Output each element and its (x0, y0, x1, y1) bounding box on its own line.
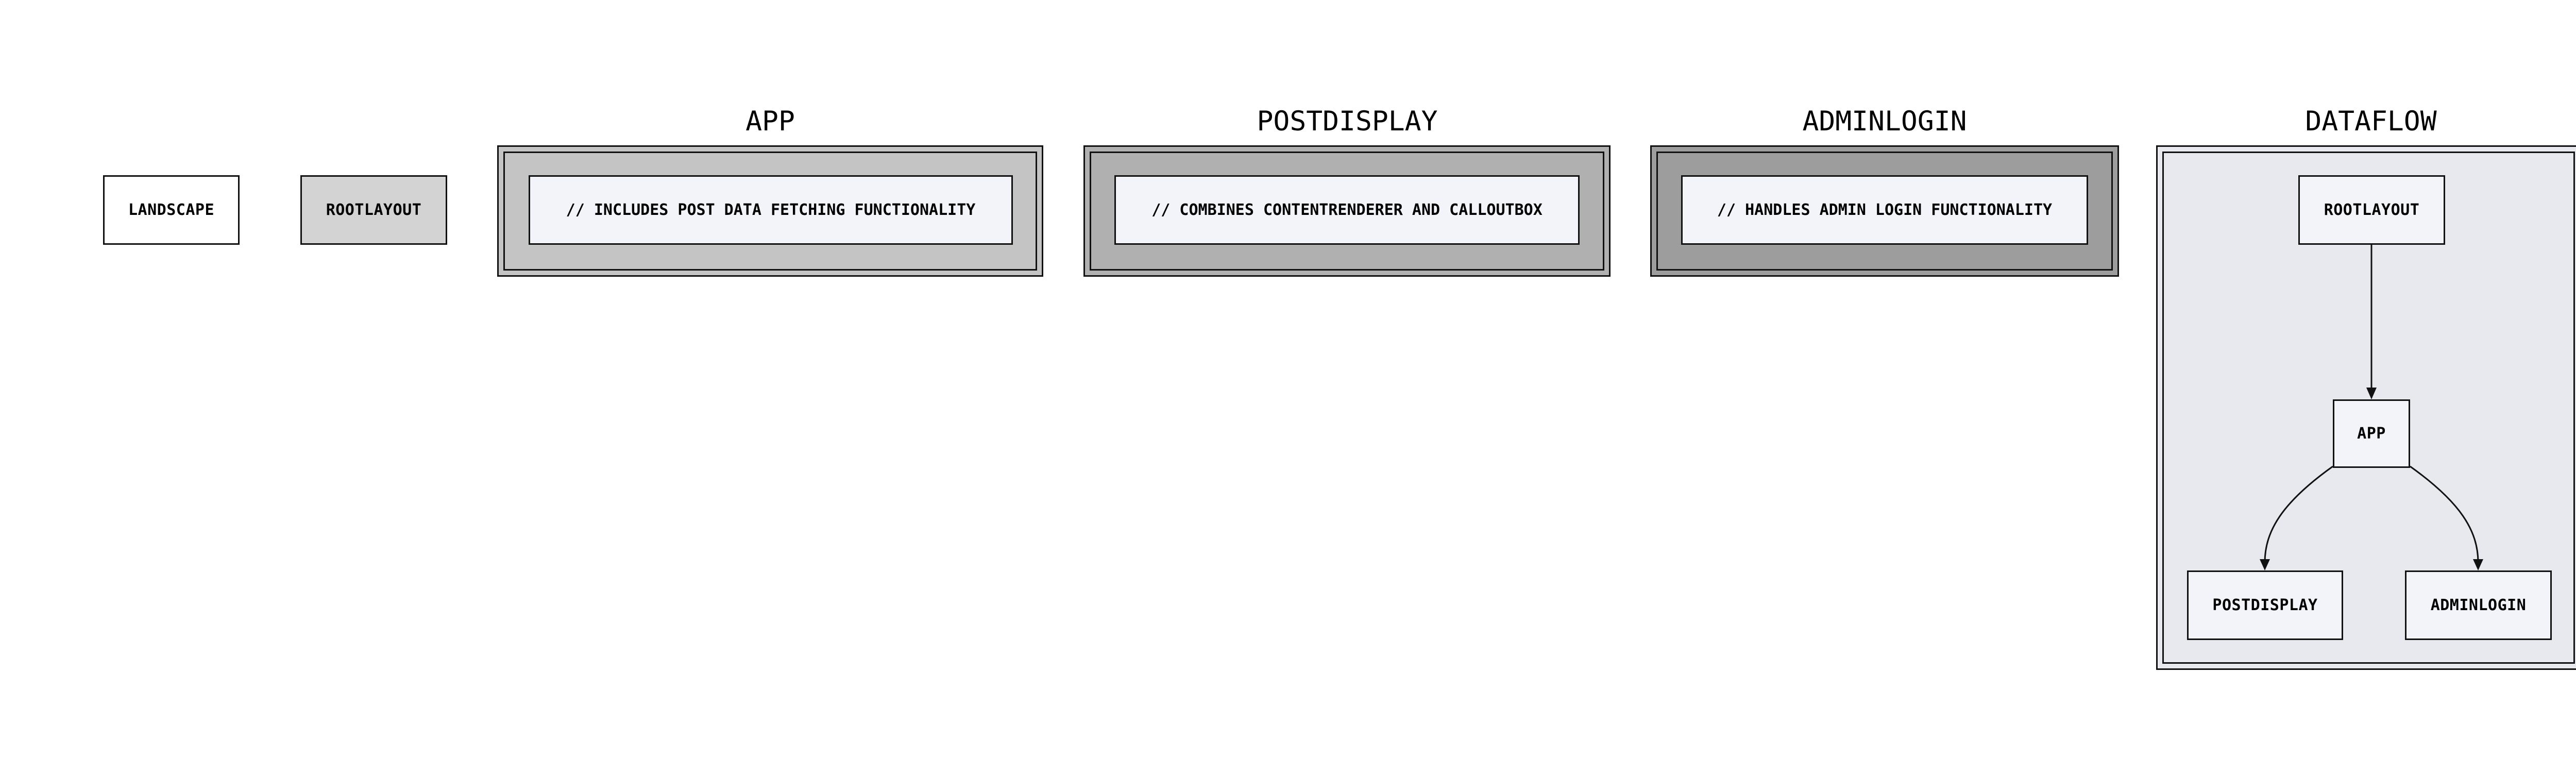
rootlayout-node: ROOTLAYOUT (300, 175, 447, 245)
app-group-inner-border (503, 152, 1037, 271)
postdisplay-group-inner-border (1090, 152, 1604, 271)
postdisplay-group-title: POSTDISPLAY (1257, 106, 1438, 137)
app-group-title: APP (745, 106, 795, 137)
dataflow-group-inner-border (2162, 152, 2575, 664)
adminlogin-comment: // HANDLES ADMIN LOGIN FUNCTIONALITY (1681, 175, 2088, 245)
app-comment: // INCLUDES POST DATA FETCHING FUNCTIONA… (529, 175, 1013, 245)
dataflow-group-title: DATAFLOW (2305, 106, 2437, 137)
dataflow-adminlogin-node: ADMINLOGIN (2405, 570, 2552, 640)
dataflow-app-node: APP (2333, 399, 2410, 468)
landscape-node: LANDSCAPE (103, 175, 240, 245)
postdisplay-comment: // COMBINES CONTENTRENDERER AND CALLOUTB… (1114, 175, 1580, 245)
adminlogin-group-inner-border (1656, 152, 2113, 271)
dataflow-postdisplay-node: POSTDISPLAY (2187, 570, 2343, 640)
adminlogin-group-title: ADMINLOGIN (1802, 106, 1967, 137)
dataflow-rootlayout-node: ROOTLAYOUT (2298, 175, 2445, 245)
